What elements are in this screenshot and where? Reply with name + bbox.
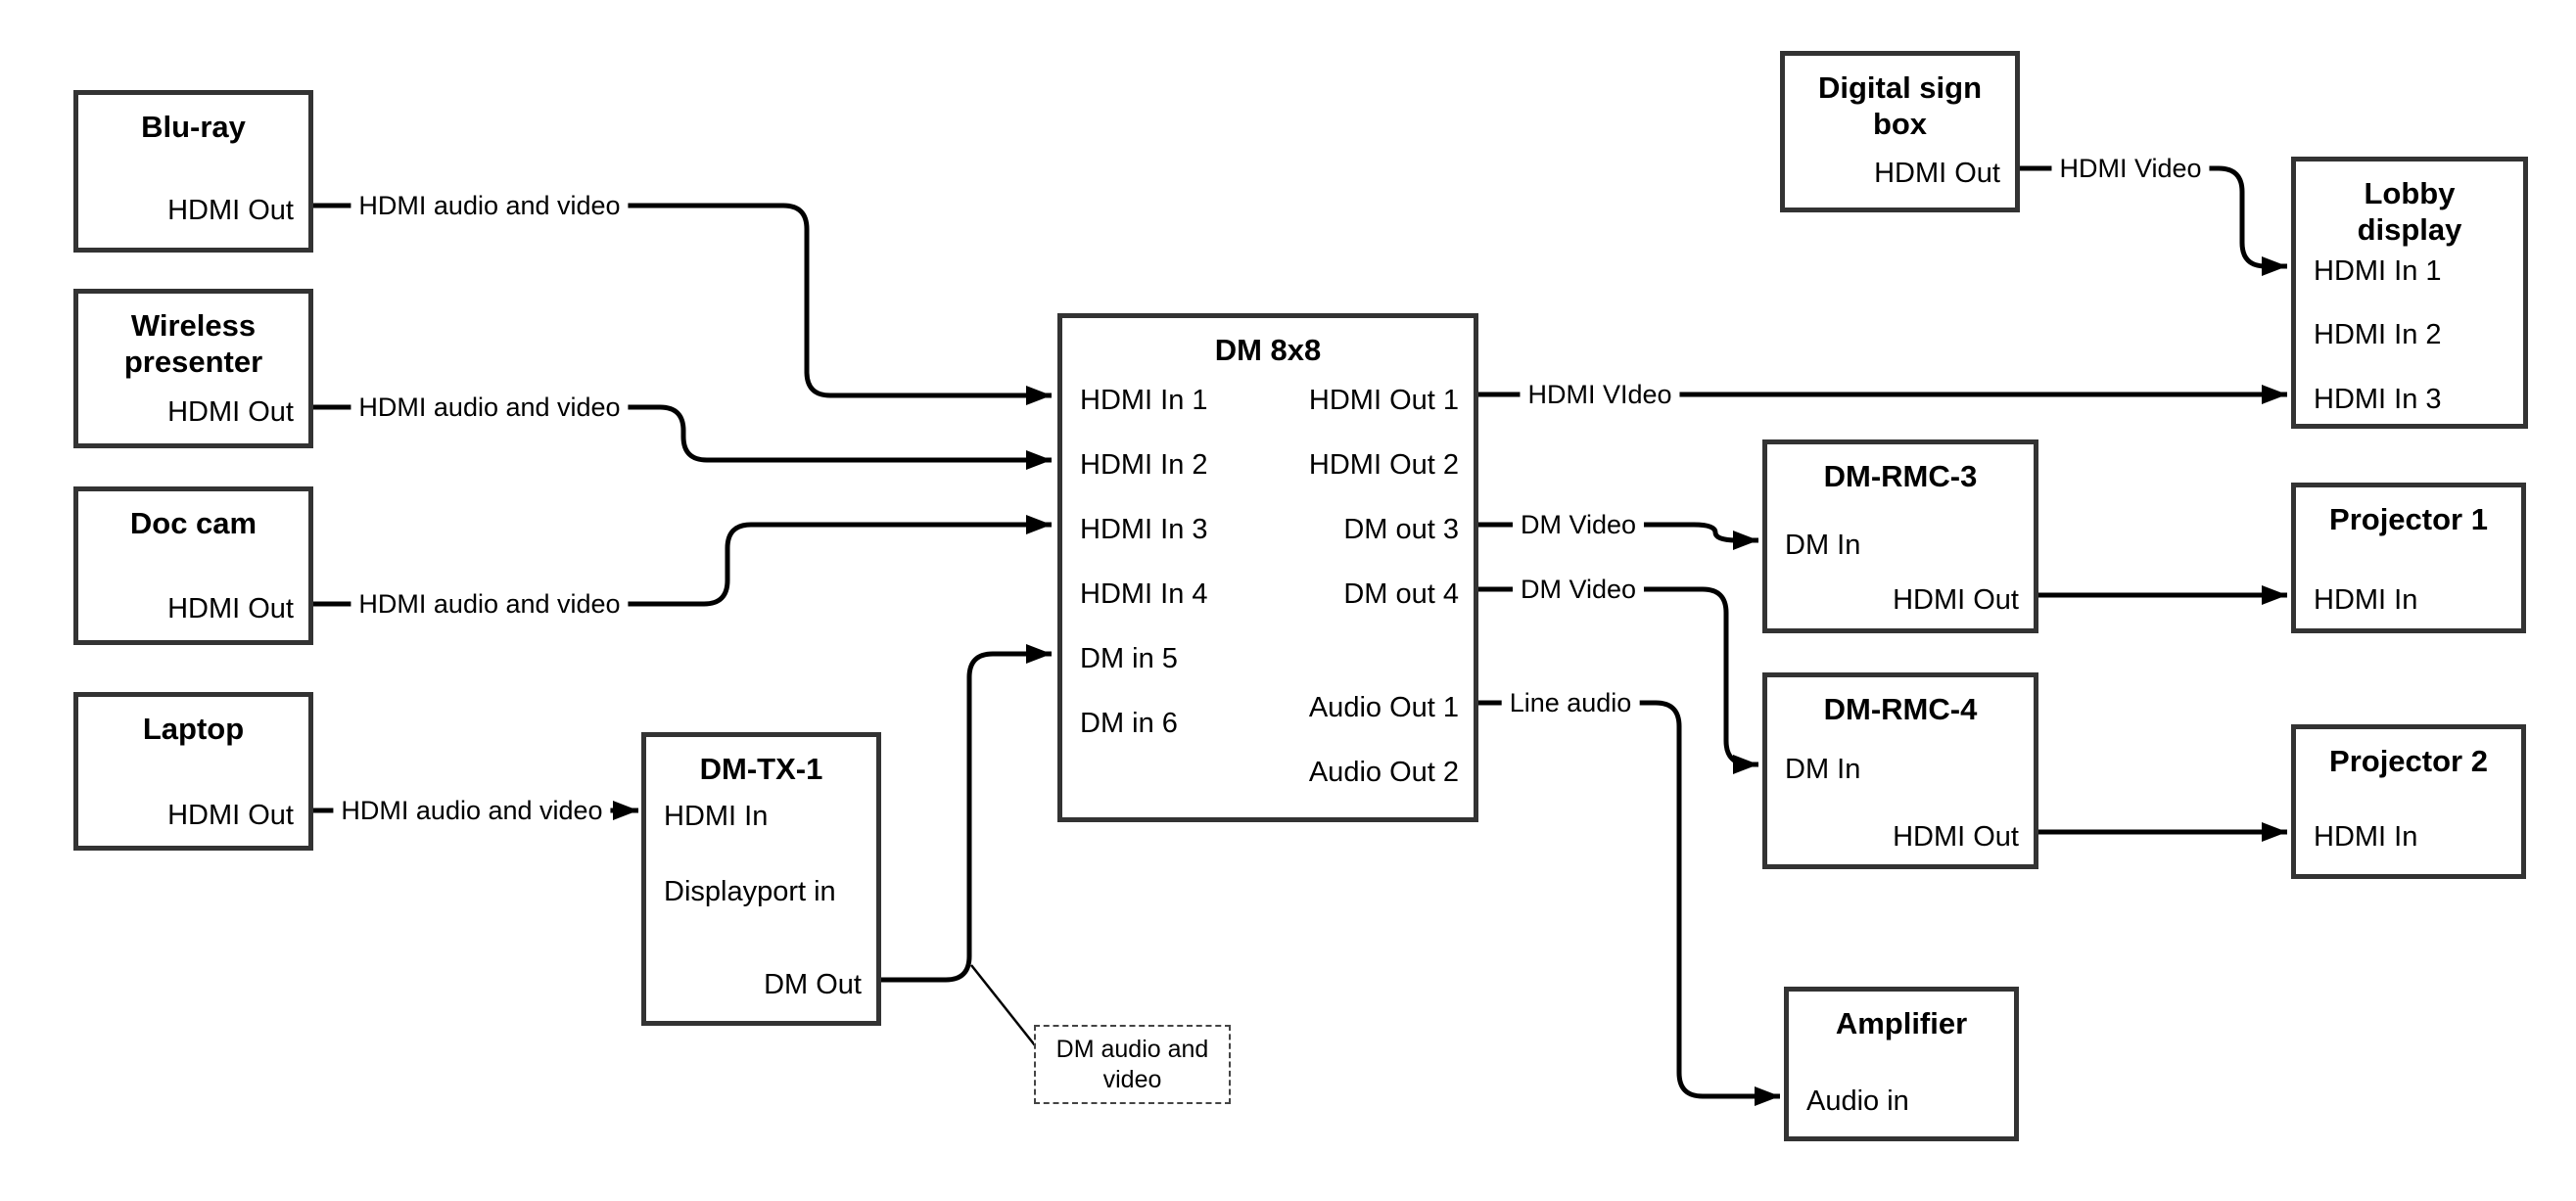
node-wireless-presenter: Wireless presenter HDMI Out	[73, 289, 313, 448]
node-projector1: Projector 1 HDMI In	[2291, 483, 2526, 633]
node-dmrmc3: DM-RMC-3 DM In HDMI Out	[1762, 439, 2038, 633]
port-doccam-hdmi-out: HDMI Out	[167, 593, 294, 624]
node-amplifier-title: Amplifier	[1835, 1006, 1968, 1040]
node-dmrmc3-title: DM-RMC-3	[1823, 459, 1978, 493]
node-bluray-title: Blu-ray	[141, 110, 246, 144]
port-dmrmc4-dm-in: DM In	[1785, 754, 1861, 785]
node-projector1-title: Projector 1	[2329, 502, 2488, 536]
note-dm-audio-video: DM audio and video	[1034, 1025, 1231, 1104]
edge-label-laptop-dmtx: HDMI audio and video	[333, 796, 611, 825]
port-lobby-hdmi-in-2: HDMI In 2	[2314, 319, 2442, 350]
note-callout-line	[970, 964, 1036, 1046]
note-dm-audio-video-text: DM audio and video	[1055, 1035, 1209, 1093]
node-dmrmc4-title: DM-RMC-4	[1823, 692, 1978, 726]
wire-doccam-to-dm8x8-in3	[313, 515, 1052, 607]
port-dm8x8-hdmi-out-1: HDMI Out 1	[1308, 385, 1459, 416]
node-projector2-title: Projector 2	[2329, 744, 2488, 778]
node-digital-sign: Digital sign box HDMI Out	[1780, 51, 2020, 212]
node-laptop: Laptop HDMI Out	[73, 692, 313, 851]
wire-dm8x8-out4-to-rmc4	[1476, 586, 1758, 774]
port-dmtx1-displayport-in: Displayport in	[664, 876, 836, 907]
port-dm8x8-hdmi-in-4: HDMI In 4	[1080, 578, 1208, 610]
node-digital-sign-title-text: Digital sign box	[1817, 70, 1983, 141]
node-digital-sign-title: Digital sign box	[1785, 69, 2015, 142]
port-lobby-hdmi-in-3: HDMI In 3	[2314, 384, 2442, 415]
port-dm8x8-dm-out-4: DM out 4	[1343, 578, 1459, 610]
edge-label-dm4-rmc4: DM Video	[1512, 575, 1645, 604]
edge-label-dm-lobby: HDMI VIdeo	[1520, 380, 1680, 409]
port-dm8x8-hdmi-out-2: HDMI Out 2	[1308, 449, 1459, 481]
port-lobby-hdmi-in-1: HDMI In 1	[2314, 255, 2442, 287]
port-projector2-hdmi-in: HDMI In	[2314, 821, 2418, 853]
node-dmtx1-title: DM-TX-1	[699, 752, 823, 786]
node-laptop-title: Laptop	[142, 712, 245, 746]
port-laptop-hdmi-out: HDMI Out	[167, 800, 294, 831]
port-dmtx1-dm-out: DM Out	[764, 969, 862, 1000]
edge-label-audio-amp: Line audio	[1501, 688, 1640, 717]
node-dmrmc4: DM-RMC-4 DM In HDMI Out	[1762, 672, 2038, 869]
port-dm8x8-hdmi-in-3: HDMI In 3	[1080, 514, 1208, 545]
port-dmtx1-hdmi-in: HDMI In	[664, 801, 769, 832]
edge-label-sign-lobby: HDMI Video	[2051, 154, 2210, 183]
node-dmtx1: DM-TX-1 HDMI In Displayport in DM Out	[641, 732, 881, 1026]
wire-wireless-to-dm8x8-in2	[313, 404, 1052, 470]
port-dmrmc3-hdmi-out: HDMI Out	[1893, 584, 2019, 616]
port-dm8x8-hdmi-in-2: HDMI In 2	[1080, 449, 1208, 481]
node-lobby-title-text: Lobby display	[2357, 176, 2462, 247]
wire-dm8x8-audio1-to-amplifier	[1476, 700, 1780, 1106]
wire-sign-to-lobby-in1	[2018, 165, 2287, 276]
port-dm8x8-dm-in-5: DM in 5	[1080, 643, 1178, 674]
port-dm8x8-audio-out-1: Audio Out 1	[1308, 692, 1459, 723]
node-doccam: Doc cam HDMI Out	[73, 486, 313, 645]
node-lobby-display: Lobby display HDMI In 1 HDMI In 2 HDMI I…	[2291, 157, 2528, 429]
port-dm8x8-dm-in-6: DM in 6	[1080, 708, 1178, 739]
port-dmrmc4-hdmi-out: HDMI Out	[1893, 821, 2019, 853]
node-dm8x8: DM 8x8 HDMI In 1 HDMI In 2 HDMI In 3 HDM…	[1057, 313, 1478, 822]
node-lobby-title: Lobby display	[2296, 175, 2523, 248]
node-wireless-title-text: Wireless presenter	[123, 308, 263, 379]
port-dm8x8-dm-out-3: DM out 3	[1343, 514, 1459, 545]
wire-dmtx1-to-dm8x8-in5	[879, 644, 1052, 983]
wire-bluray-to-dm8x8-in1	[313, 203, 1052, 405]
node-projector2: Projector 2 HDMI In	[2291, 724, 2526, 879]
edge-label-bluray-dm: HDMI audio and video	[351, 191, 629, 220]
port-projector1-hdmi-in: HDMI In	[2314, 584, 2418, 616]
port-dm8x8-audio-out-2: Audio Out 2	[1308, 757, 1459, 788]
edge-label-dm3-rmc3: DM Video	[1512, 510, 1645, 539]
port-dm8x8-hdmi-in-1: HDMI In 1	[1080, 385, 1208, 416]
port-dmrmc3-dm-in: DM In	[1785, 530, 1861, 561]
node-dm8x8-title: DM 8x8	[1214, 333, 1322, 367]
port-digital-sign-hdmi-out: HDMI Out	[1874, 158, 2000, 189]
node-doccam-title: Doc cam	[129, 506, 258, 540]
node-wireless-title: Wireless presenter	[78, 307, 308, 380]
port-wireless-hdmi-out: HDMI Out	[167, 396, 294, 428]
port-bluray-hdmi-out: HDMI Out	[167, 195, 294, 226]
edge-label-wireless-dm: HDMI audio and video	[351, 393, 629, 422]
port-amplifier-audio-in: Audio in	[1806, 1086, 1909, 1117]
node-bluray: Blu-ray HDMI Out	[73, 90, 313, 253]
wire-dm8x8-out3-to-rmc3	[1476, 522, 1758, 550]
node-amplifier: Amplifier Audio in	[1784, 987, 2019, 1141]
edge-label-doccam-dm: HDMI audio and video	[351, 589, 629, 619]
